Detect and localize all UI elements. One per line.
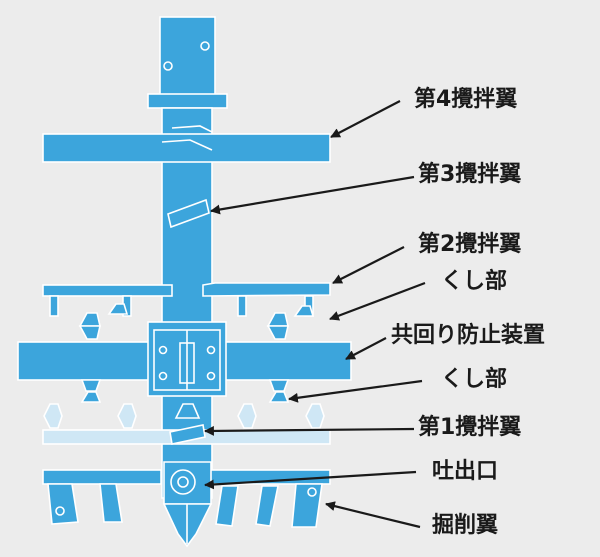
label-excavation-blade: 掘削翼 (432, 513, 499, 538)
blade-1 (169, 403, 206, 445)
label-outlet: 吐出口 (432, 459, 499, 484)
label-comb-upper: くし部 (441, 269, 508, 294)
label-blade-3: 第3攪拌翼 (418, 162, 522, 187)
label-co-rotation-device: 共回り防止装置 (391, 323, 546, 348)
label-blade-4: 第4攪拌翼 (414, 87, 518, 112)
blade-3 (167, 198, 210, 229)
top-mount (147, 16, 228, 109)
label-blade-2: 第2攪拌翼 (418, 232, 522, 257)
label-blade-1: 第1攪拌翼 (418, 415, 522, 440)
leader-arrows (204, 100, 426, 529)
excavation-blades (42, 469, 331, 528)
comb-upper (78, 303, 315, 340)
co-rotation-device (17, 321, 352, 397)
comb-lower (80, 379, 290, 403)
blade-4 (42, 125, 331, 163)
outlet-and-bit (162, 461, 213, 548)
label-comb-lower: くし部 (441, 367, 508, 392)
